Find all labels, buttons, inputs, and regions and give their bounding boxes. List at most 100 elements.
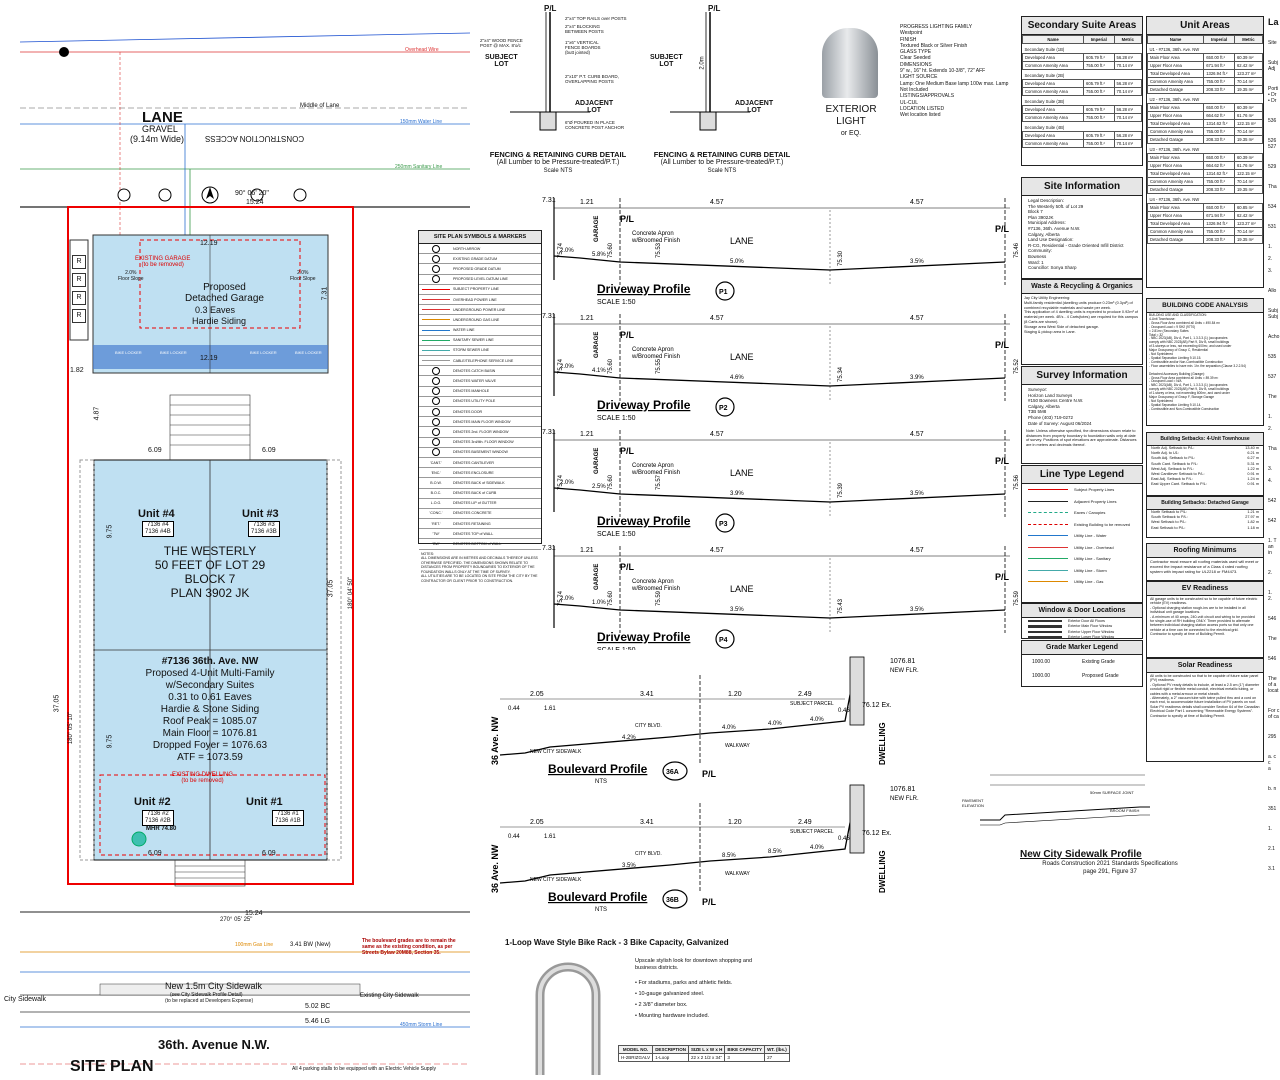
existing-garage-outline bbox=[139, 239, 301, 329]
far-right-line: The bbox=[1268, 394, 1277, 400]
blvd-d044: 0.44 bbox=[508, 834, 520, 840]
fence-details-svg bbox=[510, 12, 750, 131]
legal-description: THE WESTERLY 50 FEET OF LOT 29 BLOCK 7 P… bbox=[100, 544, 320, 600]
setback-row: South Setback to P/L:27.97 m bbox=[1151, 515, 1259, 520]
driveway-title: Driveway Profile bbox=[597, 630, 691, 644]
setback-row: West Setback to P/L:1.82 m bbox=[1151, 520, 1259, 525]
blvd-pl-label: P/L bbox=[702, 769, 717, 779]
fence-left-n1: 2"x4" TOP RAILS over POSTS bbox=[565, 16, 627, 21]
far-right-line: Subj Adj bbox=[1268, 60, 1279, 72]
lane-width: (9.14m Wide) bbox=[130, 134, 185, 144]
site-information: Site Information Legal Description: The … bbox=[1021, 177, 1143, 279]
sidewalk-profile-title: New City Sidewalk Profile bbox=[1020, 849, 1142, 860]
site-plan-title: SITE PLAN bbox=[70, 1058, 154, 1075]
front-stairs bbox=[174, 859, 246, 887]
lane-label: LANE bbox=[730, 584, 754, 594]
unit2-label: Unit #2 bbox=[134, 796, 171, 808]
top-dim: 15.24 bbox=[246, 199, 264, 206]
lane-label: LANE bbox=[730, 468, 754, 478]
ev-text: All garage units to be constructed so to… bbox=[1150, 597, 1258, 637]
garage-label: GARAGE bbox=[594, 448, 600, 474]
fence-left-subtitle: (All Lumber to be Pressure-treated/P.T.) bbox=[496, 159, 620, 166]
new-sidewalk-strip bbox=[99, 983, 361, 996]
fence-left-scale: Scale NTS bbox=[543, 168, 573, 174]
setback-row: North Setback to P/L:1.21 m bbox=[1151, 510, 1259, 514]
cantilever-east bbox=[326, 459, 342, 861]
unit1-label: Unit #1 bbox=[246, 796, 283, 808]
pl-label-right: P/L bbox=[995, 572, 1010, 582]
slope-2: 3.9% bbox=[730, 491, 744, 497]
far-right-line: 535 bbox=[1268, 354, 1277, 360]
blvd-scale: NTS bbox=[595, 907, 607, 913]
stall-r-4: R bbox=[72, 309, 86, 323]
dim-487: 4.87 bbox=[93, 406, 101, 421]
dim-121: 1.21 bbox=[580, 315, 594, 322]
survey-information: Survey Information Surveyor: Horizon Lan… bbox=[1021, 366, 1143, 464]
setbacks-th-title: Building Setbacks: 4-Unit Townhouse bbox=[1147, 433, 1263, 446]
table-group: U4 - #7136, 36th. Ave. NW bbox=[1149, 197, 1200, 202]
driveway-title: Driveway Profile bbox=[597, 514, 691, 528]
line-legend-item: Adjacent Property Lines bbox=[1022, 496, 1142, 508]
driveway-tag-icon bbox=[715, 281, 735, 301]
blvd-pct3: 8.5% bbox=[768, 849, 782, 855]
dim-457-b: 4.57 bbox=[910, 199, 924, 206]
table-group: Secondary Suite (4B) bbox=[1024, 125, 1065, 130]
slope-3: 3.5% bbox=[910, 491, 924, 497]
table-group: U1 - #7136, 36th. Ave. NW bbox=[1149, 47, 1200, 52]
subject-parcel-label: SUBJECT PARCEL bbox=[790, 829, 834, 835]
table-group: U3 - #7136, 36th. Ave. NW bbox=[1149, 147, 1200, 152]
unit3-label: Unit #3 bbox=[242, 508, 279, 520]
blvd-pct4: 4.0% bbox=[810, 845, 824, 851]
sidewalk-profile-sub2: page 291, Figure 37 bbox=[1083, 869, 1137, 875]
fence-left-w1: 2"x4" WOOD FENCE POST @ MAX. 8'o/c bbox=[480, 38, 523, 48]
far-right-line: 2.1 bbox=[1268, 846, 1275, 852]
roofing-title: Roofing Minimums bbox=[1147, 544, 1263, 558]
rear-stairs bbox=[169, 394, 251, 461]
sanitary-line-label: 250mm Sanitary Line bbox=[395, 164, 443, 170]
roofing-text: Contractor must ensure all roofing mater… bbox=[1150, 559, 1259, 574]
grade-g1: 75.74 bbox=[558, 474, 564, 490]
bike-locker-4: BIKE LOCKER bbox=[295, 350, 322, 355]
far-right-line: 2. bbox=[1268, 570, 1273, 576]
legend-item: B.O.W.DENOTES BACK of SIDEWALK bbox=[419, 478, 541, 489]
table-group: Secondary Suite (1B) bbox=[1024, 47, 1065, 52]
site-plan-drawing bbox=[19, 32, 470, 1065]
fence-left-anchor bbox=[539, 111, 557, 131]
sidewalk-profile-svg bbox=[980, 774, 1150, 826]
apron-label: Concrete Apron bbox=[632, 231, 674, 237]
blvd-d341: 3.41 bbox=[640, 819, 654, 826]
slope-3: 3.5% bbox=[910, 607, 924, 613]
water-line-label: 150mm Water Line bbox=[400, 119, 443, 125]
grade-g4: 75.34 bbox=[838, 366, 844, 382]
apron-label: Concrete Apron bbox=[632, 579, 674, 585]
blvd-d205: 2.05 bbox=[530, 691, 544, 698]
far-right-line: a. c c a bbox=[1268, 754, 1277, 772]
city-sidewalk-label: City Sidewalk bbox=[4, 996, 47, 1003]
far-right-line: Porti • Dr • Dr bbox=[1268, 86, 1279, 104]
slope-1: 1.0% bbox=[592, 600, 606, 606]
left-pct: 2.0% bbox=[560, 480, 574, 486]
far-right-line: Acho bbox=[1268, 334, 1280, 340]
blvd-nf-value: 1076.81 bbox=[890, 786, 915, 793]
construction-access: CONSTRUCTION ACCESS bbox=[205, 134, 305, 143]
grade-g4: 75.30 bbox=[838, 250, 844, 266]
ev-readiness: EV Readiness All garage units to be cons… bbox=[1146, 581, 1264, 658]
blvd-d120: 1.20 bbox=[728, 819, 742, 826]
line-legend-item: Utility Line - Gas bbox=[1022, 576, 1142, 588]
far-right-line: Tha bbox=[1268, 184, 1277, 190]
garage-width-bottom: 12.19 bbox=[200, 355, 218, 362]
blvd-scale: NTS bbox=[595, 779, 607, 785]
cantilever-west bbox=[79, 459, 95, 861]
legend-item: WATER LINE bbox=[419, 326, 541, 336]
legend-item: DENOTES MANHOLE bbox=[419, 387, 541, 397]
garage-eaves: 0.3 Eaves bbox=[195, 305, 236, 315]
pl-label: P/L bbox=[620, 446, 635, 456]
blvd-d044: 0.44 bbox=[508, 706, 520, 712]
pl-label: P/L bbox=[620, 330, 635, 340]
